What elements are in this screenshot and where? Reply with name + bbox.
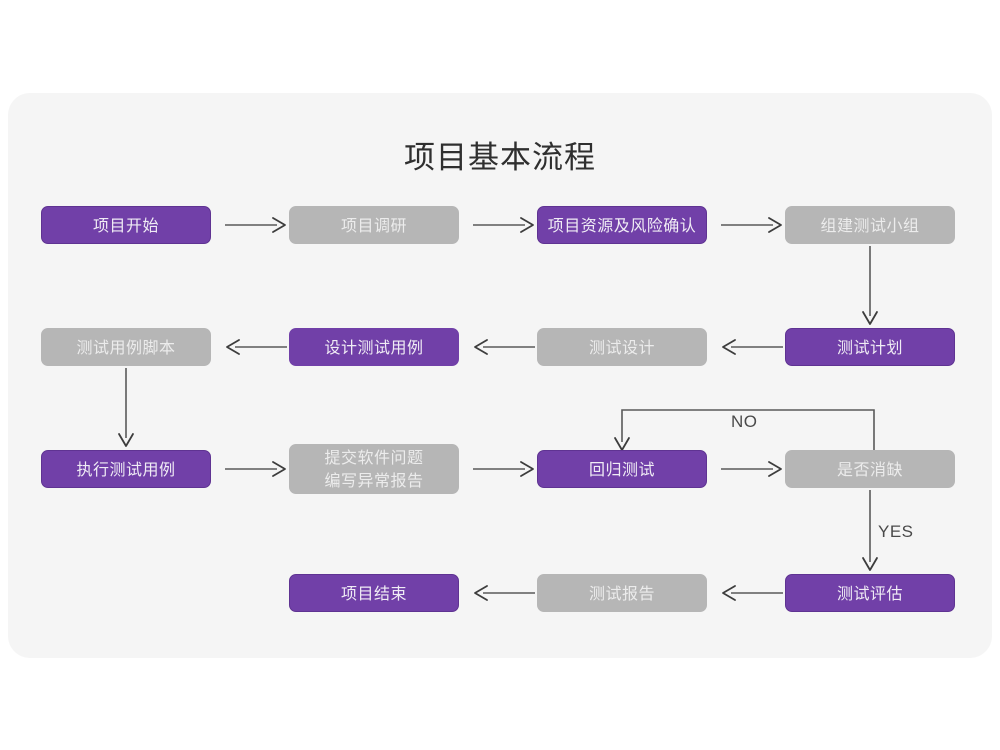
edge-n2-n3 bbox=[473, 213, 535, 237]
node-project-research[interactable]: 项目调研 bbox=[289, 206, 459, 244]
diagram-card bbox=[8, 93, 992, 658]
node-project-start[interactable]: 项目开始 bbox=[41, 206, 211, 244]
edge-n14-n13 bbox=[473, 581, 535, 605]
edge-n9-n10 bbox=[225, 457, 287, 481]
node-test-case-script[interactable]: 测试用例脚本 bbox=[41, 328, 211, 366]
edge-label-no: NO bbox=[731, 412, 758, 431]
edge-n5-n9 bbox=[114, 368, 138, 448]
edge-n11-n12 bbox=[721, 457, 783, 481]
edge-n10-n11 bbox=[473, 457, 535, 481]
node-project-end[interactable]: 项目结束 bbox=[289, 574, 459, 612]
node-defect-cleared[interactable]: 是否消缺 bbox=[785, 450, 955, 488]
edge-n7-n6 bbox=[473, 335, 535, 359]
edge-n6-n5 bbox=[225, 335, 287, 359]
node-build-test-team[interactable]: 组建测试小组 bbox=[785, 206, 955, 244]
node-design-test-case[interactable]: 设计测试用例 bbox=[289, 328, 459, 366]
node-regression-test[interactable]: 回归测试 bbox=[537, 450, 707, 488]
edge-yes-down bbox=[858, 490, 882, 572]
node-test-plan[interactable]: 测试计划 bbox=[785, 328, 955, 366]
edge-n3-n4 bbox=[721, 213, 783, 237]
node-submit-issue-report[interactable]: 提交软件问题 编写异常报告 bbox=[289, 444, 459, 494]
page-title: 项目基本流程 bbox=[404, 140, 596, 176]
edge-n15-n14 bbox=[721, 581, 783, 605]
edge-n1-n2 bbox=[225, 213, 287, 237]
node-test-report[interactable]: 测试报告 bbox=[537, 574, 707, 612]
node-resource-risk-confirm[interactable]: 项目资源及风险确认 bbox=[537, 206, 707, 244]
node-test-evaluation[interactable]: 测试评估 bbox=[785, 574, 955, 612]
edge-n8-n7 bbox=[721, 335, 783, 359]
node-test-design[interactable]: 测试设计 bbox=[537, 328, 707, 366]
edge-label-yes: YES bbox=[878, 522, 914, 541]
node-execute-test-case[interactable]: 执行测试用例 bbox=[41, 450, 211, 488]
edge-n4-n8 bbox=[858, 246, 882, 326]
